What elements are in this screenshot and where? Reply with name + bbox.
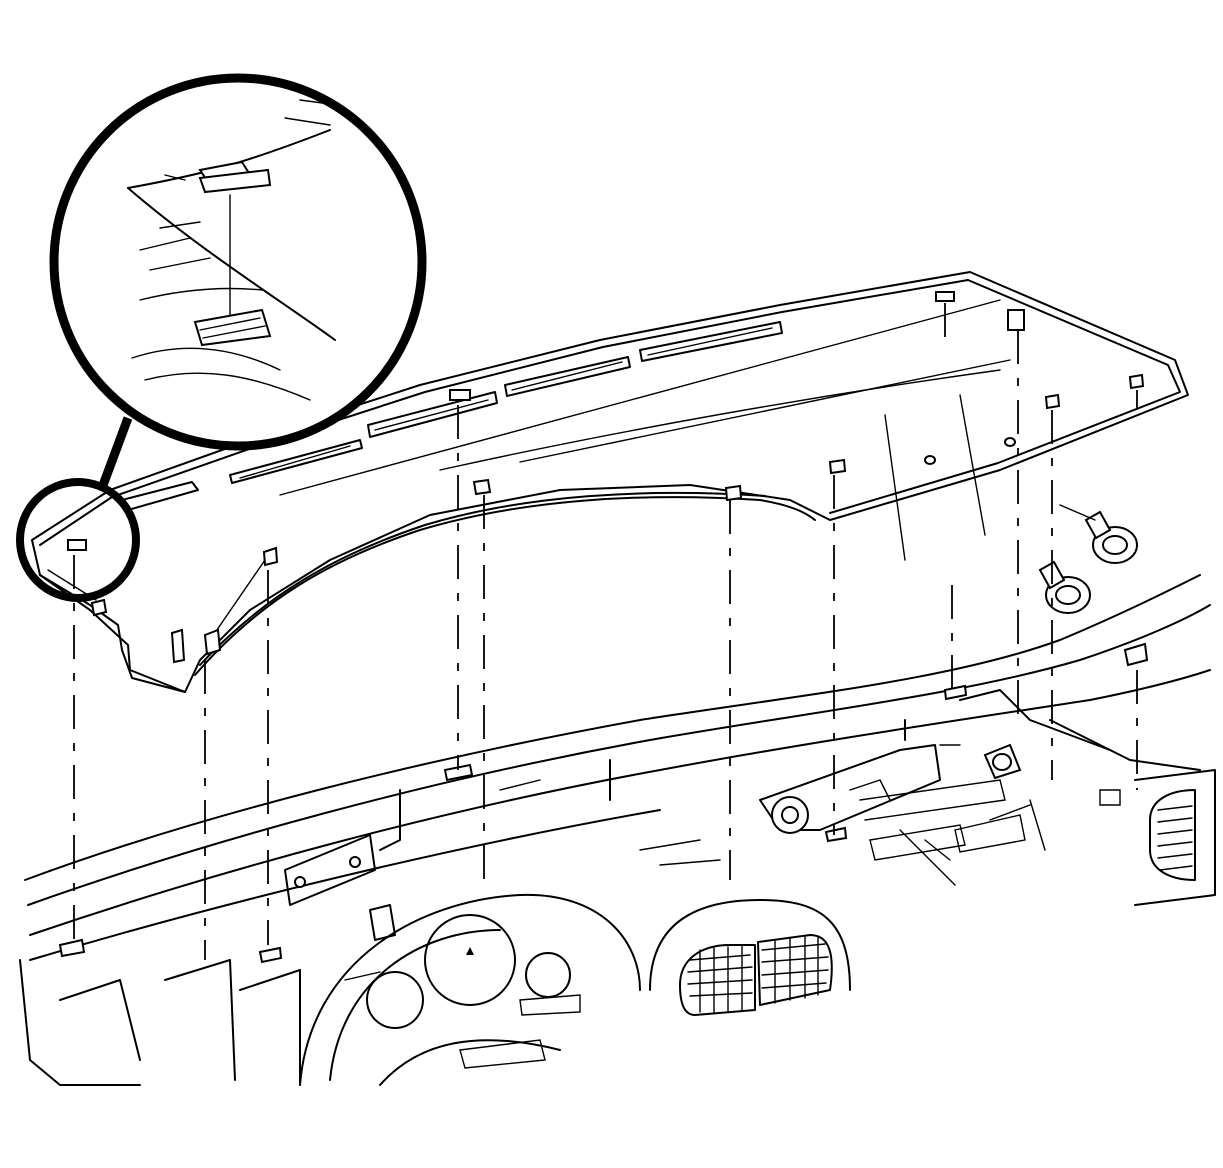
right-vent — [1134, 769, 1216, 906]
detail-view-circle — [16, 73, 427, 602]
bolt-right — [1084, 510, 1138, 564]
mounting-bolts — [1038, 504, 1138, 614]
bolt-left — [1038, 560, 1091, 614]
retainer-clips — [67, 291, 1145, 664]
alignment-lines — [73, 303, 1138, 960]
instrument-panel-carrier — [19, 574, 1216, 1086]
defrost-grille — [229, 321, 783, 484]
upper-trim-pad — [31, 271, 1189, 693]
center-vents — [649, 899, 851, 1016]
